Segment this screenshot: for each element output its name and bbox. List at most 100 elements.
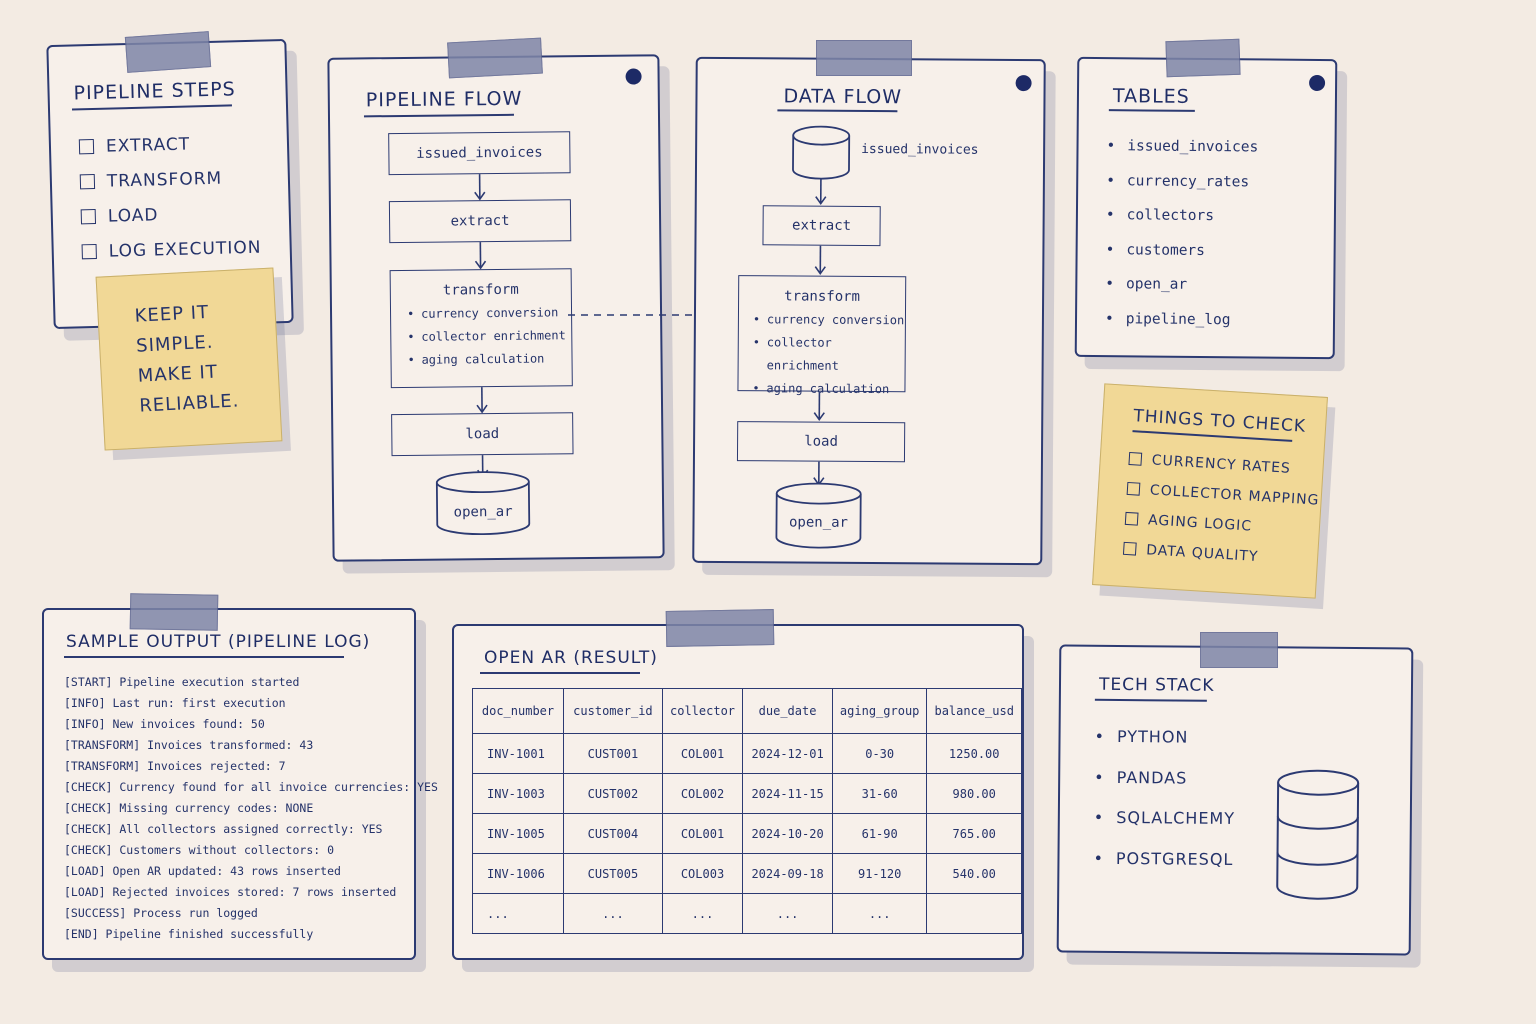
log-line: [CHECK] Customers without collectors: 0 [64, 843, 335, 857]
tech-stack-item: •PYTHON [1094, 717, 1236, 759]
table-cell: CUST004 [563, 813, 663, 854]
checkbox-icon [1128, 451, 1143, 466]
table-cell: INV-1003 [471, 773, 565, 814]
sample-output-card: SAMPLE OUTPUT (PIPELINE LOG) [START] Pip… [42, 608, 438, 960]
pf-arrows [435, 174, 531, 536]
table-cell: 61-90 [831, 813, 928, 854]
table-cell: COL003 [661, 853, 744, 894]
transform-step-item: aging calculation [750, 377, 904, 401]
transform-step-item: currency conversion [751, 308, 905, 332]
log-line: [INFO] Last run: first execution [64, 696, 286, 710]
table-cell: ... [563, 893, 663, 934]
checkbox-icon [1126, 481, 1141, 496]
tech-name: POSTGRESQL [1115, 848, 1234, 869]
tech-name: PANDAS [1116, 767, 1188, 788]
pipeline-step-label: LOG EXECUTION [108, 237, 262, 262]
bullet-icon: • [1105, 241, 1115, 258]
table-header-cell: customer_id [563, 688, 663, 734]
df-source-label: issued_invoices [861, 141, 979, 158]
table-cell: CUST005 [563, 853, 663, 894]
table-cell: 980.00 [926, 773, 1022, 814]
pipeline-step-item: LOAD [80, 196, 261, 236]
bullet-icon: • [1093, 807, 1105, 827]
table-name: currency_rates [1126, 172, 1250, 190]
table-cell: 765.00 [926, 813, 1022, 854]
checkbox-icon [80, 208, 97, 225]
pipeline-steps-title: PIPELINE STEPS [73, 78, 237, 105]
table-cell: 91-120 [831, 853, 928, 894]
table-cell: INV-1001 [471, 733, 565, 774]
table-list-item: •open_ar [1105, 267, 1257, 303]
table-cell: COL002 [661, 773, 744, 814]
log-line: [LOAD] Rejected invoices stored: 7 rows … [64, 885, 397, 899]
table-cell: CUST001 [563, 733, 663, 774]
checkbox-icon [1124, 511, 1139, 526]
check-item-label: CURRENCY RATES [1151, 452, 1292, 477]
tech-stack-item: • POSTGRESQL [1093, 838, 1235, 880]
table-cell: COL001 [661, 813, 744, 854]
table-list-item: •pipeline_log [1105, 302, 1257, 338]
table-cell [926, 893, 1022, 934]
bullet-icon: • [1094, 767, 1105, 787]
pipeline-step-label: LOAD [107, 205, 159, 227]
table-list-item: •currency_rates [1106, 164, 1258, 200]
table-cell: ... [661, 893, 744, 934]
df-arrows [775, 125, 862, 549]
checkbox-icon [79, 173, 96, 190]
table-cell: COL001 [661, 733, 744, 774]
pipeline-step-label: TRANSFORM [106, 168, 223, 192]
table-cell: 0-30 [831, 733, 928, 774]
table-header-cell: doc_number [471, 688, 565, 734]
df-target-label: open_ar [788, 514, 849, 531]
table-cell: ... [742, 893, 833, 934]
pipeline-step-item: TRANSFORM [79, 161, 260, 201]
pipeline-step-item: LOG EXECUTION [81, 231, 262, 271]
table-header-cell: due_date [742, 688, 833, 734]
checkbox-icon [78, 138, 95, 155]
df-transform-box: transform currency conversioncollector e… [737, 275, 907, 396]
log-line: [START] Pipeline execution started [64, 675, 300, 689]
sticky-note-line: RELIABLE. [138, 390, 240, 417]
tech-stack-item: • SQLALCHEMY [1094, 798, 1236, 840]
table-cell: 2024-12-01 [742, 733, 833, 774]
log-line: [TRANSFORM] Invoices transformed: 43 [64, 738, 314, 752]
database-icon [775, 482, 862, 549]
table-name: customers [1126, 241, 1206, 259]
df-transform-items: currency conversioncollector enrichmenta… [750, 308, 905, 401]
tech-name: SQLALCHEMY [1116, 807, 1236, 829]
tech-stack-card: TECH STACK •PYTHON • PANDAS • SQLALCHEMY • POS… [1056, 644, 1414, 956]
table-cell: CUST002 [563, 773, 663, 814]
table-header-cell: balance_usd [926, 688, 1022, 734]
pf-target-label: open_ar [453, 503, 513, 521]
database-icon [792, 125, 851, 180]
bullet-icon: • [1104, 310, 1114, 327]
pipeline-flow-card: PIPELINE FLOW issued_invoices extract tr… [327, 54, 665, 562]
data-flow-card: DATA FLOW issued_invoices extract transf… [692, 56, 1046, 566]
table-cell: ... [471, 893, 565, 934]
log-line: [END] Pipeline finished successfully [64, 927, 314, 941]
check-item-label: COLLECTOR MAPPING [1149, 482, 1320, 509]
table-cell: ... [831, 893, 928, 934]
tables-list: •issued_invoices•currency_rates•collecto… [1105, 129, 1258, 337]
database-icon [435, 471, 531, 536]
log-line: [TRANSFORM] Invoices rejected: 7 [64, 759, 286, 773]
bullet-icon: • [1105, 276, 1115, 293]
log-line: [LOAD] Open AR updated: 43 rows inserted [64, 864, 341, 878]
checkbox-icon [1122, 541, 1137, 556]
table-name: issued_invoices [1127, 138, 1259, 156]
log-line: [CHECK] Currency found for all invoice c… [64, 780, 438, 794]
table-cell: 540.00 [926, 853, 1022, 894]
bullet-icon: • [1106, 138, 1116, 155]
database-icon [1276, 769, 1360, 900]
sample-output-title: SAMPLE OUTPUT (PIPELINE LOG) [66, 632, 371, 652]
tech-stack-title: TECH STACK [1098, 674, 1215, 696]
bullet-icon: • [1093, 848, 1105, 868]
